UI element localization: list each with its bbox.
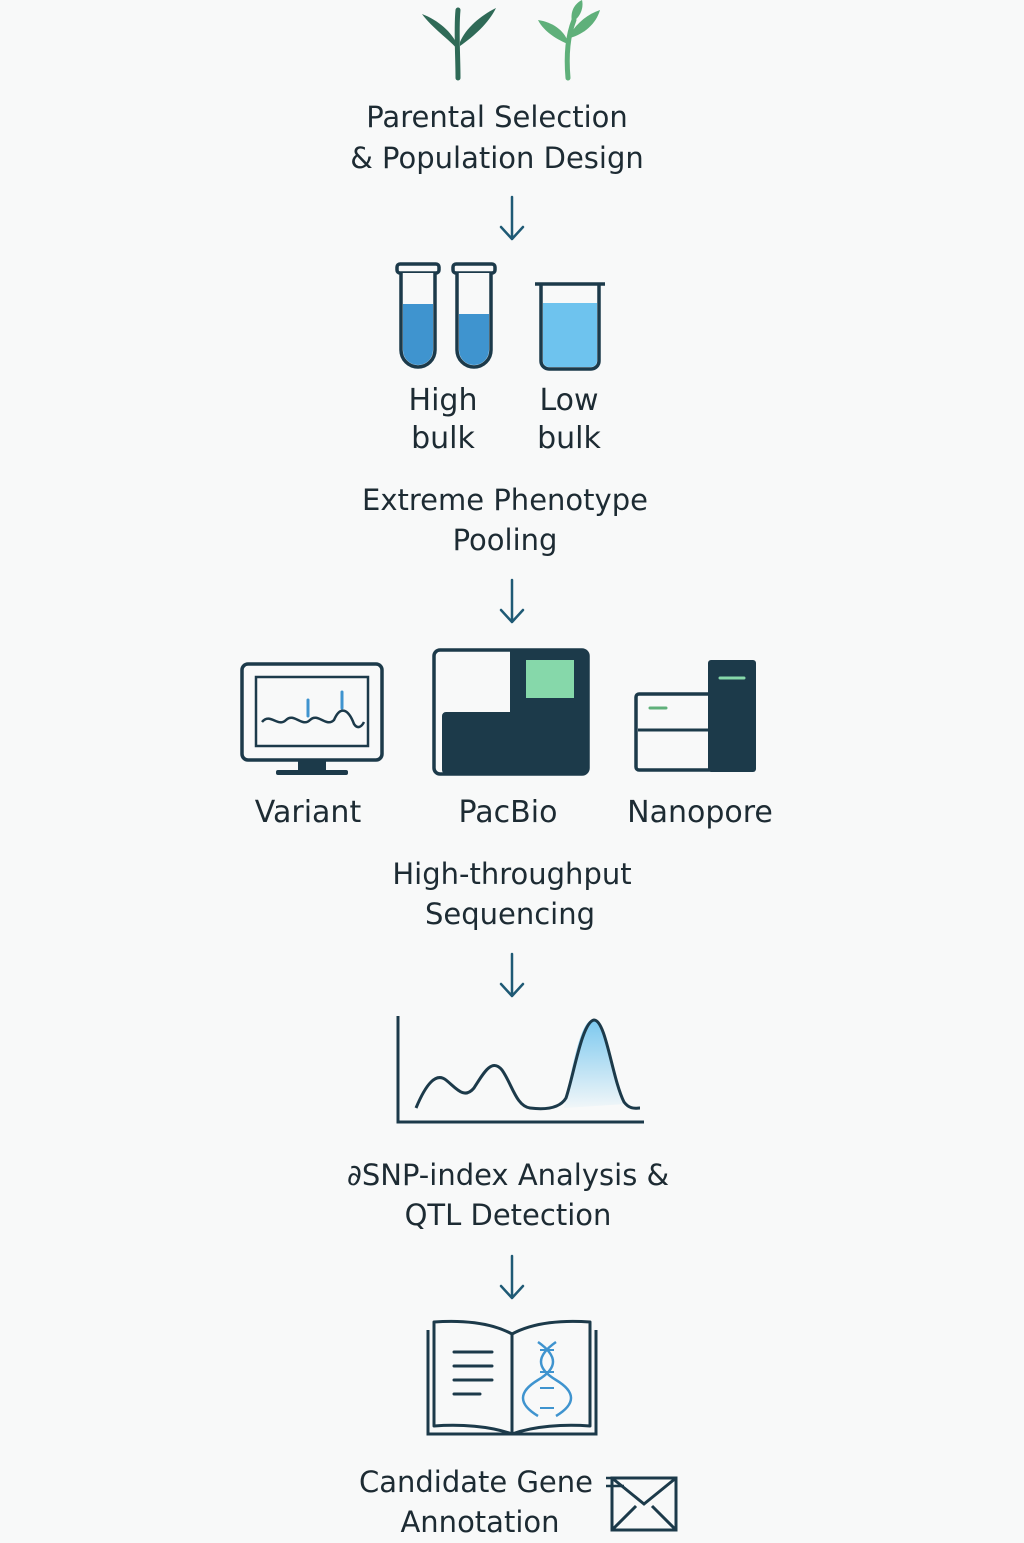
low-bulk-label-line1: Low <box>539 383 599 418</box>
step-annotation-title-line2: Annotation <box>400 1505 560 1539</box>
step-sequencing-title-line1: High-throughput <box>392 857 632 891</box>
beaker-low-icon <box>535 282 605 371</box>
platform-variant-label: Variant <box>254 795 362 830</box>
step-sequencing-title-line2: Sequencing <box>424 897 596 931</box>
step-parental-title-line2: & Population Design <box>350 141 644 175</box>
step-pooling-title-line1: Extreme Phenotype <box>362 483 648 517</box>
monitor-waveform-icon <box>240 662 384 775</box>
plant-seedlings-icon <box>422 0 600 81</box>
pacbio-sequencer-icon <box>432 648 590 776</box>
low-bulk-label-line2: bulk <box>537 421 601 456</box>
down-arrow-icon <box>499 578 525 624</box>
down-arrow-icon <box>499 1254 525 1300</box>
nanopore-sequencer-icon <box>634 660 756 772</box>
step-annotation-title-line1: Candidate Gene <box>358 1465 593 1499</box>
step-analysis-title-line2: QTL Detection <box>404 1198 612 1232</box>
open-book-dna-icon <box>426 1319 598 1436</box>
high-bulk-label-line1: High <box>408 383 478 418</box>
test-tube-high-icon <box>395 262 497 369</box>
down-arrow-icon <box>499 195 525 241</box>
peak-plot-icon <box>396 1016 644 1124</box>
step-pooling-title-line2: Pooling <box>452 523 558 557</box>
step-analysis-title-line1: ∂SNP-index Analysis & <box>346 1158 670 1192</box>
platform-nanopore-label: Nanopore <box>627 795 773 830</box>
step-parental-title-line1: Parental Selection <box>366 100 628 134</box>
envelope-icon <box>606 1476 678 1532</box>
platform-pacbio-label: PacBio <box>458 795 558 830</box>
high-bulk-label-line2: bulk <box>411 421 475 456</box>
down-arrow-icon <box>499 952 525 998</box>
